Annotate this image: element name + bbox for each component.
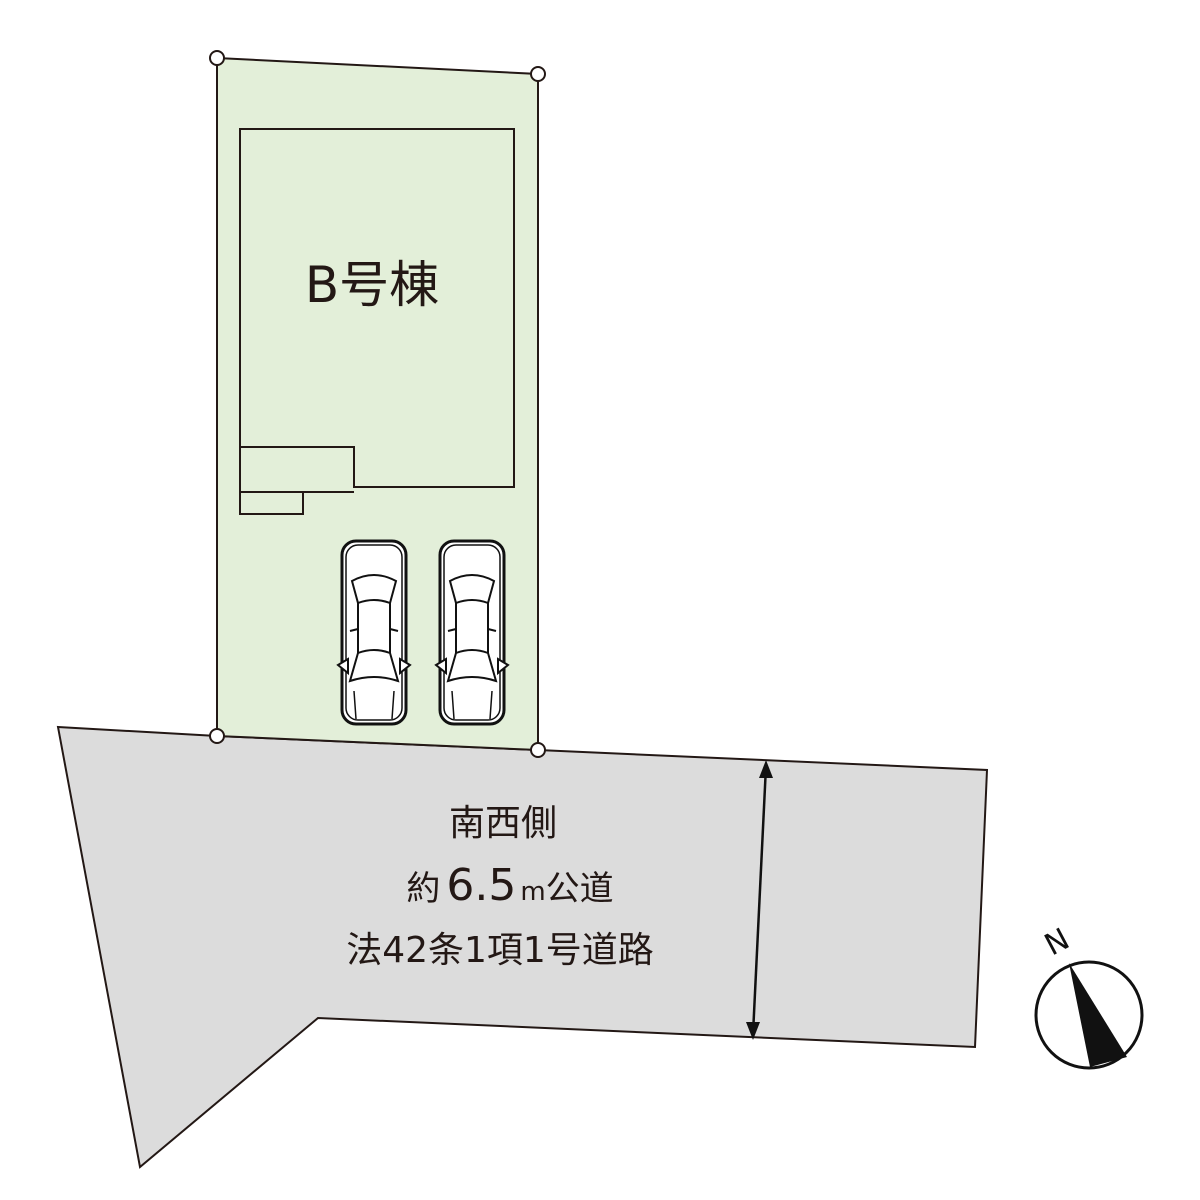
boundary-marker [209,728,225,744]
road-width-arrow [746,760,773,1040]
car-icon [336,539,412,726]
car-icon [434,539,510,726]
road-side-label: 南西側 [449,803,557,844]
width-value: 6.5 [446,860,516,911]
north-compass-icon: N [1034,922,1144,1070]
north-label: N [1039,922,1075,963]
boundary-marker [530,742,546,758]
building-label: B号棟 [305,256,439,314]
boundary-marker [530,66,546,82]
porch-outline [239,447,354,515]
road-type: 公道 [546,869,614,909]
width-prefix: 約 [406,869,440,909]
road-legal-class: 法42条1項1号道路 [346,930,654,971]
width-unit: m [520,877,545,907]
boundary-marker [209,50,225,66]
